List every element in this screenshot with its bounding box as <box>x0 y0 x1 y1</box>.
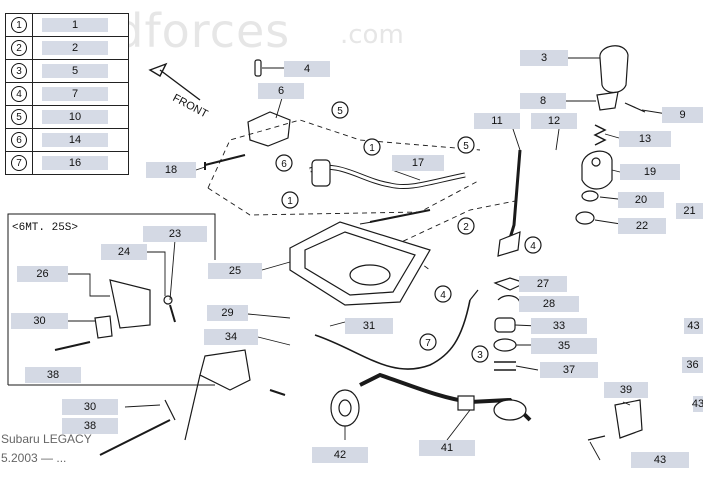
callout-box[interactable]: 36 <box>682 357 703 373</box>
watermark-domain: .com <box>340 20 404 50</box>
callout-box[interactable]: 17 <box>392 155 444 171</box>
legend-ref[interactable]: 1 <box>42 18 108 32</box>
callout-box[interactable]: 37 <box>540 362 598 378</box>
legend-ref[interactable]: 10 <box>42 110 108 124</box>
callout-box[interactable]: 24 <box>101 244 147 260</box>
legend-symbol: 7 <box>11 155 27 171</box>
callout-marker <box>434 285 452 303</box>
marker-label: 4 <box>530 241 536 252</box>
bushing-part <box>330 389 360 427</box>
callout-box[interactable]: 30 <box>62 399 118 415</box>
callout-box[interactable]: 28 <box>519 296 579 312</box>
callout-box[interactable]: 4 <box>284 61 330 77</box>
callout-box[interactable]: 39 <box>604 382 648 398</box>
marker-label: 7 <box>425 338 431 349</box>
callout-box[interactable]: 18 <box>146 162 196 178</box>
legend-symbol: 5 <box>11 109 27 125</box>
callout-box[interactable]: 3 <box>520 50 568 66</box>
callout-marker <box>331 101 349 119</box>
bracket-part <box>247 111 291 147</box>
callout-box[interactable]: 43 <box>684 318 703 334</box>
callout-box[interactable]: 34 <box>204 329 258 345</box>
callout-box[interactable]: 23 <box>143 226 207 242</box>
callout-box[interactable]: 27 <box>519 276 567 292</box>
callout-box[interactable]: 38 <box>25 367 81 383</box>
legend-symbol: 3 <box>11 63 27 79</box>
inset-label: <6MT. 25S> <box>12 222 78 234</box>
legend-row: 5 10 <box>6 106 128 129</box>
boot-part <box>581 150 613 190</box>
legend-ref[interactable]: 16 <box>42 156 108 170</box>
footer-model: Subaru LEGACY <box>1 432 92 446</box>
callout-box[interactable]: 9 <box>662 107 703 123</box>
callout-box[interactable]: 29 <box>207 305 248 321</box>
legend-ref[interactable]: 14 <box>42 133 108 147</box>
shift-lever-part <box>506 149 522 246</box>
callout-box[interactable]: 19 <box>620 164 680 180</box>
marker-label: 1 <box>287 196 293 207</box>
callout-box[interactable]: 20 <box>618 192 664 208</box>
callout-box[interactable]: 30 <box>11 313 68 329</box>
shift-cable-part <box>314 299 471 370</box>
callout-box[interactable]: 21 <box>676 203 703 219</box>
callout-marker <box>281 191 299 209</box>
callout-box[interactable]: 41 <box>419 440 475 456</box>
marker-label: 2 <box>463 222 469 233</box>
callout-box[interactable]: 13 <box>619 131 671 147</box>
callout-box[interactable]: 26 <box>17 266 68 282</box>
callout-box[interactable]: 35 <box>531 338 597 354</box>
legend-ref[interactable]: 5 <box>42 64 108 78</box>
callout-box[interactable]: 42 <box>312 447 368 463</box>
inset-frame <box>7 213 216 386</box>
legend-ref[interactable]: 7 <box>42 87 108 101</box>
legend-row: 7 16 <box>6 152 128 174</box>
legend-symbol: 6 <box>11 132 27 148</box>
marker-label: 4 <box>440 290 446 301</box>
callout-marker <box>275 154 293 172</box>
callout-box[interactable]: 6 <box>258 83 304 99</box>
legend-symbol: 2 <box>11 40 27 56</box>
callout-box[interactable]: 38 <box>62 418 118 434</box>
callout-box[interactable]: 43 <box>691 396 703 412</box>
base-plate-part <box>289 221 431 306</box>
callout-box[interactable]: 12 <box>531 113 577 129</box>
callout-marker <box>471 345 489 363</box>
marker-label: 5 <box>337 106 343 117</box>
front-label: FRONT <box>171 92 210 121</box>
callout-marker <box>457 217 475 235</box>
callout-marker <box>524 236 542 254</box>
callout-box[interactable]: 8 <box>520 93 566 109</box>
callout-box[interactable]: 22 <box>618 218 666 234</box>
callout-marker <box>363 138 381 156</box>
marker-label: 3 <box>477 350 483 361</box>
marker-label: 1 <box>369 143 375 154</box>
shift-knob-part <box>599 45 629 94</box>
pin-part <box>254 59 262 77</box>
callout-box[interactable]: 11 <box>474 113 520 129</box>
legend-symbol: 4 <box>11 86 27 102</box>
callout-box[interactable]: 25 <box>208 263 262 279</box>
callout-box[interactable]: 43 <box>631 452 689 468</box>
legend-symbol: 1 <box>11 17 27 33</box>
marker-label: 6 <box>281 159 287 170</box>
legend-ref[interactable]: 2 <box>42 41 108 55</box>
marker-label: 5 <box>463 141 469 152</box>
callout-marker <box>419 333 437 351</box>
callout-box[interactable]: 31 <box>345 318 393 334</box>
footer-date: 5.2003 — ... <box>1 451 67 465</box>
legend-row: 6 14 <box>6 129 128 152</box>
callout-box[interactable]: 33 <box>531 318 587 334</box>
front-arrow-icon: FRONT <box>148 62 210 121</box>
callout-marker <box>457 136 475 154</box>
